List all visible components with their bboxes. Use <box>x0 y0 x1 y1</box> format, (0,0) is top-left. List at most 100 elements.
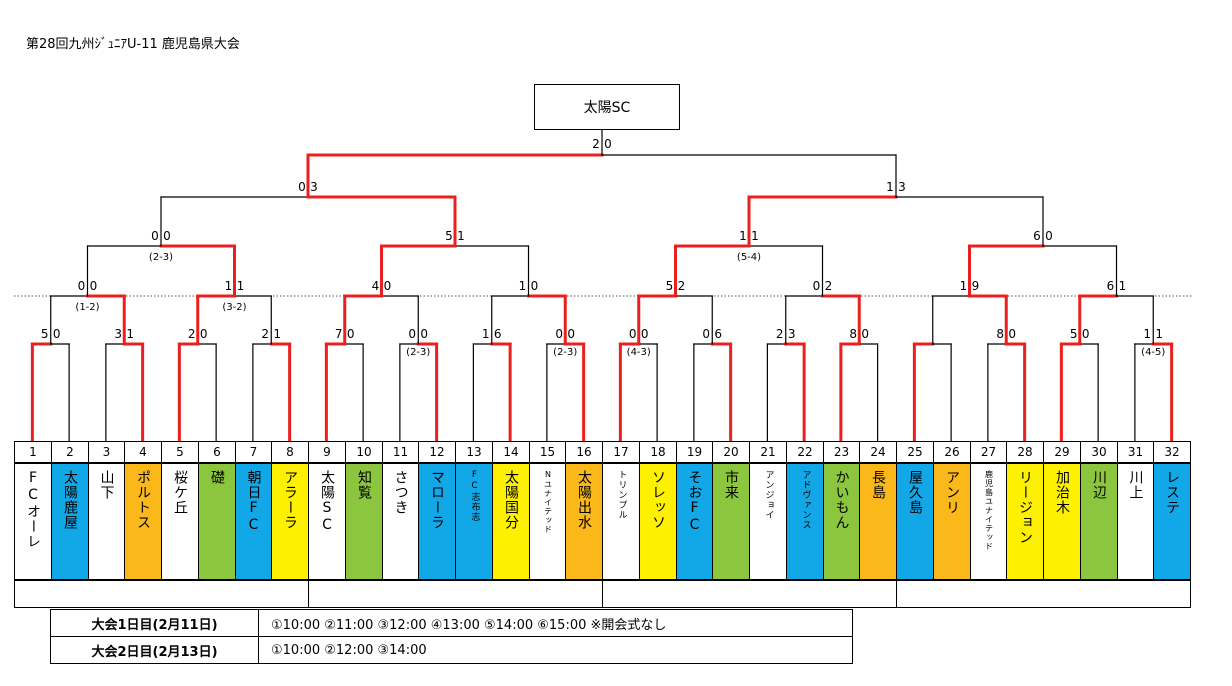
schedule-times: ①10:00 ②11:00 ③12:00 ④13:00 ⑤14:00 ⑥15:0… <box>258 609 853 637</box>
team-number: 7 <box>235 441 272 463</box>
match-score: 1 <box>960 279 968 293</box>
team-name: かいもん <box>833 470 850 530</box>
pk-score: (3-2) <box>222 302 246 313</box>
pk-score: (1-2) <box>75 302 99 313</box>
match-score: 1 <box>1119 279 1127 293</box>
match-score: 6 <box>714 327 722 341</box>
team-name: アドヴァンス <box>800 470 811 530</box>
team-name: 朝日FC <box>245 470 262 534</box>
team-name: Nユナイテッド <box>543 470 553 534</box>
match-score: 0 <box>384 279 392 293</box>
team-number: 15 <box>529 441 566 463</box>
team-name: 山下 <box>98 470 115 500</box>
team-name: アンリ <box>944 470 960 515</box>
team-number: 13 <box>455 441 493 463</box>
team-name-cell: 知覧 <box>345 463 383 580</box>
pk-score: (4-3) <box>627 347 651 358</box>
team-name-cell: 長島 <box>859 463 897 580</box>
match-score: 5 <box>41 327 49 341</box>
team-number: 20 <box>712 441 750 463</box>
match-score: 6 <box>1033 229 1041 243</box>
match-score: 8 <box>849 327 857 341</box>
team-name: 川上 <box>1127 470 1144 500</box>
match-score: 0 <box>641 327 649 341</box>
match-score: 0 <box>702 327 710 341</box>
champion-box: 太陽SC <box>534 84 680 130</box>
match-score: 3 <box>310 180 318 194</box>
page-title: 第28回九州ｼﾞｭﾆｱU-11 鹿児島県大会 <box>26 37 240 52</box>
team-number: 26 <box>933 441 971 463</box>
schedule-day-label: 大会2日目(2月13日) <box>50 636 259 664</box>
match-score: 3 <box>788 327 796 341</box>
schedule-row-day2: 大会2日目(2月13日) ①10:00 ②12:00 ③14:00 <box>50 636 853 664</box>
pk-score: (4-5) <box>1141 347 1165 358</box>
team-name: アンジョイ <box>763 470 774 520</box>
team-name: 川辺 <box>1091 470 1107 500</box>
match-score: 0 <box>604 137 612 151</box>
team-name: さつき <box>392 470 409 515</box>
match-score: 0 <box>163 229 171 243</box>
team-name-cell: そおFC <box>676 463 713 580</box>
team-number: 25 <box>896 441 934 463</box>
team-number: 29 <box>1043 441 1081 463</box>
team-name-cell: 桜ケ丘 <box>161 463 199 580</box>
match-score: 5 <box>1070 327 1078 341</box>
team-name: 知覧 <box>356 470 372 500</box>
schedule-times: ①10:00 ②12:00 ③14:00 <box>258 636 853 664</box>
team-number: 1 <box>14 441 52 463</box>
match-score: 0 <box>298 180 306 194</box>
match-score: 1 <box>751 229 759 243</box>
team-number: 23 <box>823 441 860 463</box>
team-number: 27 <box>970 441 1007 463</box>
blank-cell <box>14 580 309 608</box>
team-name-cell: Nユナイテッド <box>529 463 566 580</box>
match-score: 2 <box>776 327 784 341</box>
team-name-cell: ソレッソ <box>639 463 677 580</box>
team-name-cell: さつき <box>382 463 419 580</box>
team-name-cell: 市来 <box>712 463 750 580</box>
match-score: 0 <box>629 327 637 341</box>
team-name: ソレッソ <box>650 470 666 530</box>
team-number: 31 <box>1117 441 1154 463</box>
team-name: FCオーレ <box>25 470 41 549</box>
team-name-cell: 太陽国分 <box>492 463 530 580</box>
team-name-cell: 加治木 <box>1043 463 1081 580</box>
team-number: 4 <box>124 441 162 463</box>
champion-name: 太陽SC <box>583 100 631 116</box>
match-score: 1 <box>739 229 747 243</box>
match-score: 1 <box>273 327 281 341</box>
team-name-cell: トリンプル <box>602 463 640 580</box>
match-score: 6 <box>494 327 502 341</box>
match-score: 1 <box>1155 327 1163 341</box>
match-score: 0 <box>531 279 539 293</box>
team-name: リージョン <box>1017 470 1033 545</box>
team-number: 19 <box>676 441 713 463</box>
schedule-day-label: 大会1日目(2月11日) <box>50 609 259 637</box>
match-score: 5 <box>445 229 453 243</box>
team-name: マローラ <box>429 470 445 530</box>
match-score: 0 <box>347 327 355 341</box>
match-score: 3 <box>114 327 122 341</box>
team-name-cell: 太陽鹿屋 <box>51 463 89 580</box>
blank-cell <box>602 580 897 608</box>
team-name-cell: かいもん <box>823 463 860 580</box>
team-name: 太陽鹿屋 <box>62 470 78 530</box>
team-number: 5 <box>161 441 199 463</box>
team-number: 30 <box>1080 441 1118 463</box>
blank-cell <box>896 580 1191 608</box>
match-score: 9 <box>972 279 980 293</box>
team-name-cell: 川上 <box>1117 463 1154 580</box>
team-name-cell: 鹿児島ユナイテッド <box>970 463 1007 580</box>
team-name: 礎 <box>209 470 225 485</box>
team-name: 太陽SC <box>319 470 335 534</box>
match-score: 4 <box>372 279 380 293</box>
team-number: 11 <box>382 441 419 463</box>
match-score: 0 <box>53 327 61 341</box>
match-score: 2 <box>592 137 600 151</box>
team-name-cell: アンリ <box>933 463 971 580</box>
pk-score: (2-3) <box>406 347 430 358</box>
team-number: 21 <box>749 441 787 463</box>
pk-score: (2-3) <box>553 347 577 358</box>
team-name-cell: 太陽SC <box>308 463 346 580</box>
